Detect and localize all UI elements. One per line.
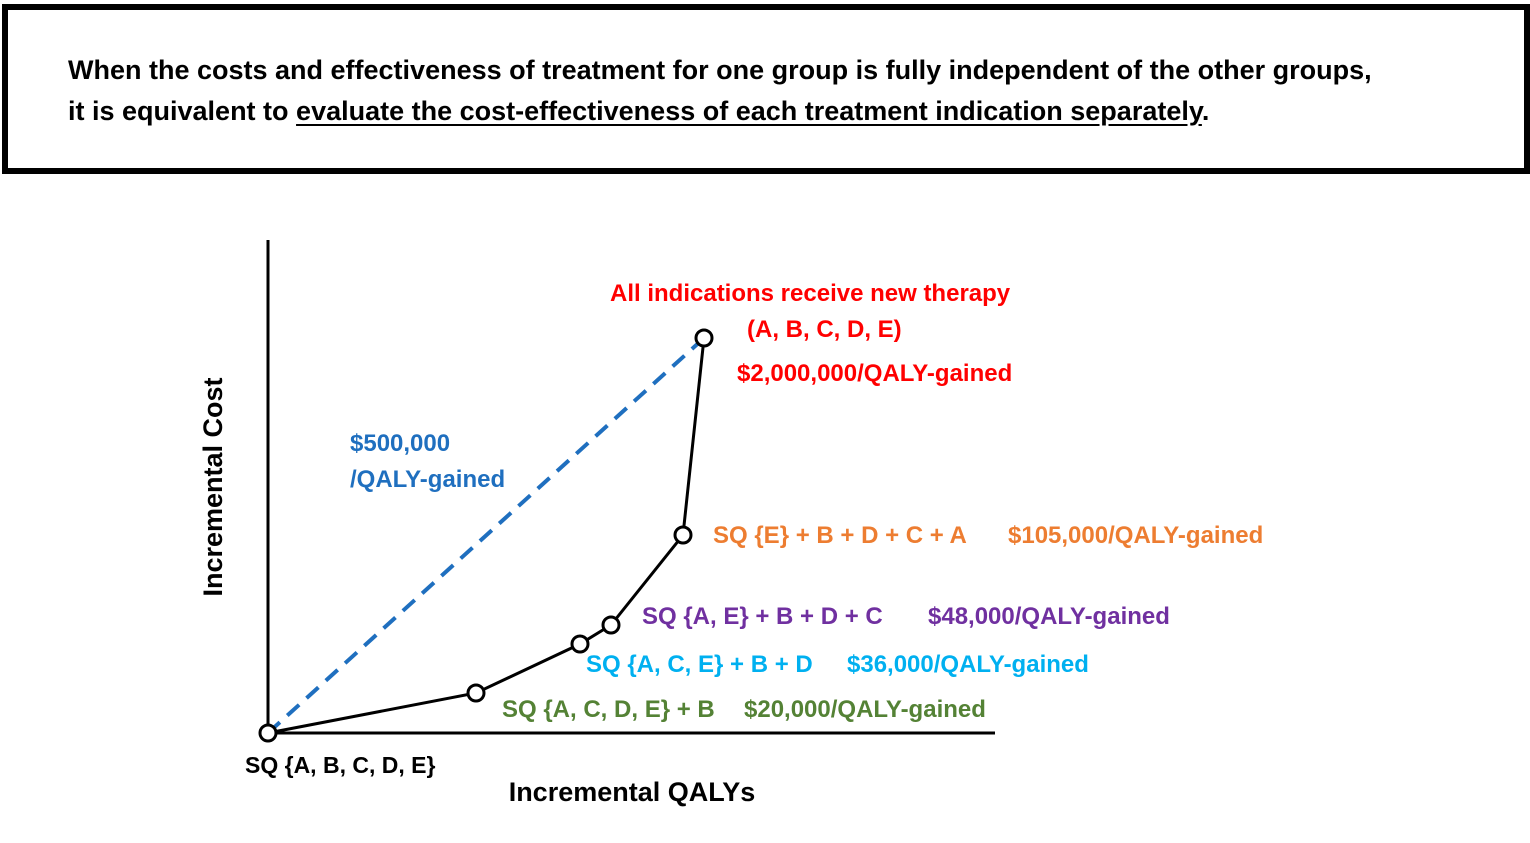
banner-line-1: When the costs and effectiveness of trea… bbox=[68, 55, 1372, 85]
point-4 bbox=[673, 525, 693, 545]
top-icer: $2,000,000/QALY-gained bbox=[737, 360, 1012, 387]
x-axis-label: Incremental QALYs bbox=[509, 777, 756, 807]
point-2-icer: $36,000/QALY-gained bbox=[847, 651, 1089, 678]
dashed-label-line2: /QALY-gained bbox=[350, 466, 505, 493]
point-origin bbox=[258, 723, 278, 743]
banner-text: When the costs and effectiveness of trea… bbox=[68, 50, 1508, 132]
point-3-icer: $48,000/QALY-gained bbox=[928, 603, 1170, 630]
point-top bbox=[694, 328, 714, 348]
banner-line-2-suffix: . bbox=[1201, 96, 1210, 126]
point-2 bbox=[570, 634, 590, 654]
efficiency-frontier bbox=[267, 337, 706, 735]
banner-box: When the costs and effectiveness of trea… bbox=[2, 4, 1530, 174]
banner-line-2: it is equivalent to evaluate the cost-ef… bbox=[68, 91, 1508, 132]
banner-line-2-prefix: it is equivalent to bbox=[68, 96, 297, 126]
point-4-name: SQ {E} + B + D + C + A bbox=[713, 522, 967, 549]
y-axis-label: Incremental Cost bbox=[198, 377, 228, 596]
dashed-icer-line bbox=[266, 336, 706, 735]
point-3 bbox=[601, 615, 621, 635]
origin-label: SQ {A, B, C, D, E} bbox=[245, 752, 435, 778]
point-1 bbox=[466, 683, 486, 703]
point-1-name: SQ {A, C, D, E} + B bbox=[502, 696, 715, 723]
top-label-line1: All indications receive new therapy bbox=[610, 280, 1011, 307]
point-1-icer: $20,000/QALY-gained bbox=[744, 696, 986, 723]
dashed-label-line1: $500,000 bbox=[350, 430, 450, 457]
top-label-line2: (A, B, C, D, E) bbox=[747, 316, 902, 343]
banner-line-2-underlined: evaluate the cost-effectiveness of each … bbox=[296, 96, 1202, 126]
point-3-name: SQ {A, E} + B + D + C bbox=[642, 603, 883, 630]
point-2-name: SQ {A, C, E} + B + D bbox=[586, 651, 813, 678]
point-4-icer: $105,000/QALY-gained bbox=[1008, 522, 1263, 549]
